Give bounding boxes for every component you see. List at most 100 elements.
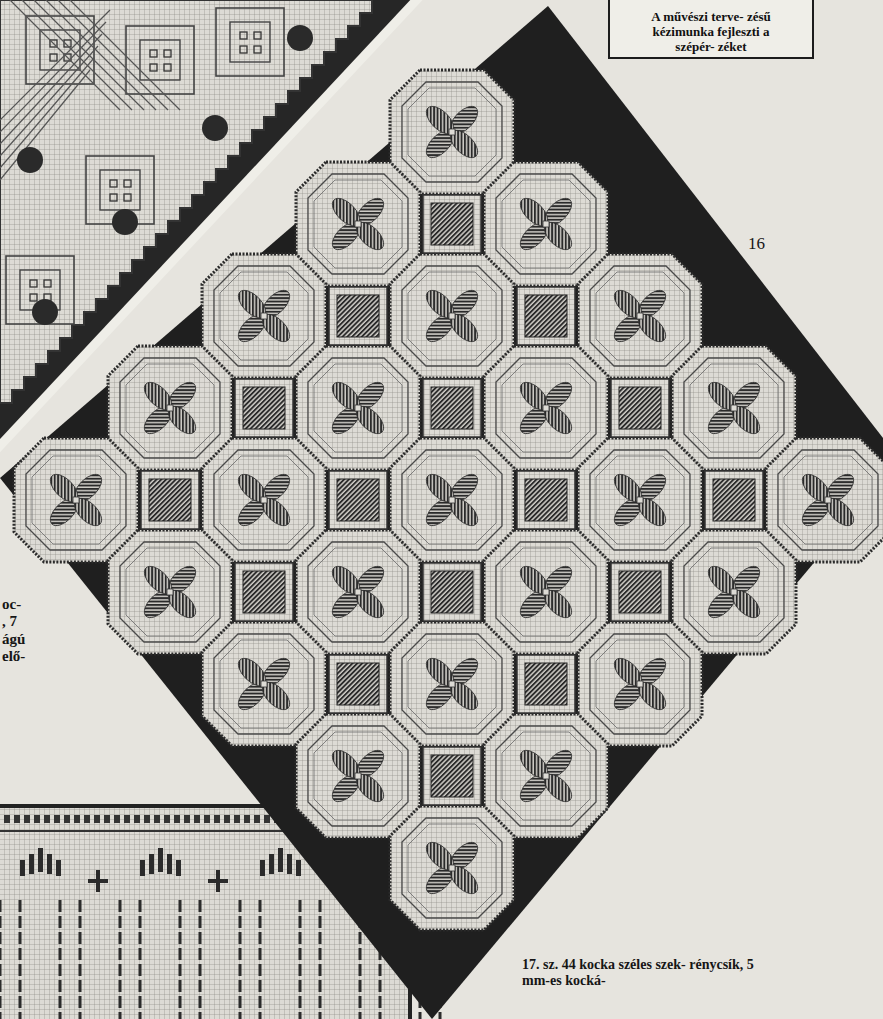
chart-stem — [139, 900, 142, 1019]
chart-cell — [64, 815, 70, 823]
square-block — [235, 379, 293, 437]
octagon-ring — [308, 174, 408, 274]
chart-cell — [167, 854, 172, 874]
octagon-ring — [590, 266, 690, 366]
chart-cell — [88, 879, 108, 883]
chart-stem — [179, 900, 182, 1019]
square-block — [619, 387, 661, 429]
octagon-ring — [778, 450, 878, 550]
petal-center — [261, 497, 267, 503]
square-block — [243, 387, 285, 429]
square-block — [423, 747, 481, 805]
octagon-motif — [202, 254, 326, 378]
octagon-ring — [402, 266, 502, 366]
octagon-ring — [502, 548, 590, 636]
chart-stem — [199, 900, 202, 1019]
petal — [516, 378, 553, 415]
lattice-line — [58, 0, 168, 110]
chart-cell — [164, 815, 170, 823]
chart-cell — [264, 815, 270, 823]
petal — [234, 654, 271, 691]
petal — [234, 470, 271, 507]
chart-cell — [176, 860, 181, 876]
octagon-ring — [308, 726, 408, 826]
octagon-ring — [314, 548, 402, 636]
chart-cell — [94, 815, 100, 823]
petal — [634, 494, 671, 531]
octagon-ring — [402, 450, 502, 550]
octagon-ring — [690, 364, 778, 452]
octagon-motif — [296, 530, 420, 654]
petal — [70, 494, 107, 531]
chart-cell — [84, 815, 90, 823]
square-block — [329, 471, 387, 529]
square-motif — [240, 32, 247, 39]
chart-cell — [154, 815, 160, 823]
lattice-line — [22, 0, 132, 110]
petal — [328, 746, 365, 783]
square-block — [329, 655, 387, 713]
square-block — [329, 287, 387, 345]
octagon-motif — [202, 438, 326, 562]
square-block — [337, 663, 379, 705]
petal — [728, 402, 765, 439]
square-block — [517, 471, 575, 529]
octagon-ring — [502, 732, 590, 820]
square-block — [431, 571, 473, 613]
square-block — [517, 287, 575, 345]
filled-dot — [112, 209, 138, 235]
octagon-ring — [220, 272, 308, 360]
lattice-line — [0, 70, 90, 180]
petal — [422, 838, 459, 875]
petal-center — [543, 589, 549, 595]
filled-dot — [287, 25, 313, 51]
caption-text: 17. sz. 44 kocka széles szek- rénycsík, … — [522, 957, 758, 989]
octagon-motif — [578, 622, 702, 746]
square-motif — [124, 194, 131, 201]
petal — [634, 310, 671, 347]
petal — [352, 586, 389, 623]
petal — [634, 678, 671, 715]
square-motif — [164, 64, 171, 71]
petal — [140, 378, 177, 415]
octagon-ring — [308, 358, 408, 458]
filled-dot — [17, 147, 43, 173]
chart-cell — [24, 815, 30, 823]
square-motif — [164, 50, 171, 57]
octagon-motif — [484, 714, 608, 838]
square-block — [705, 471, 763, 529]
chart-cell — [149, 854, 154, 874]
petal-center — [543, 773, 549, 779]
octagon-ring — [126, 364, 214, 452]
note-text: A művészi terve- zésű kézimunka fejleszt… — [644, 9, 778, 54]
octagon-motif — [202, 622, 326, 746]
square-motif — [240, 46, 247, 53]
chart-stem — [259, 900, 262, 1019]
petal-center — [637, 313, 643, 319]
petal-center — [167, 589, 173, 595]
petal — [516, 746, 553, 783]
square-block — [525, 295, 567, 337]
octagon-ring — [496, 174, 596, 274]
octagon-motif — [390, 806, 514, 930]
square-motif — [100, 170, 140, 210]
octagon-ring — [314, 732, 402, 820]
octagon-motif — [296, 162, 420, 286]
chart-cell — [104, 815, 110, 823]
petal — [516, 194, 553, 231]
octagon-motif — [296, 162, 420, 286]
petal — [610, 470, 647, 507]
lattice-line — [70, 0, 180, 110]
petal — [422, 654, 459, 691]
square-motif — [254, 32, 261, 39]
octagon-motif — [390, 438, 514, 562]
octagon-motif — [296, 714, 420, 838]
octagon-motif — [578, 254, 702, 378]
caption-fragment: ágú — [2, 631, 25, 648]
octagon-ring — [408, 824, 496, 912]
octagon-motif — [578, 438, 702, 562]
square-block — [423, 195, 481, 253]
lattice-line — [0, 58, 94, 168]
petal — [822, 494, 859, 531]
